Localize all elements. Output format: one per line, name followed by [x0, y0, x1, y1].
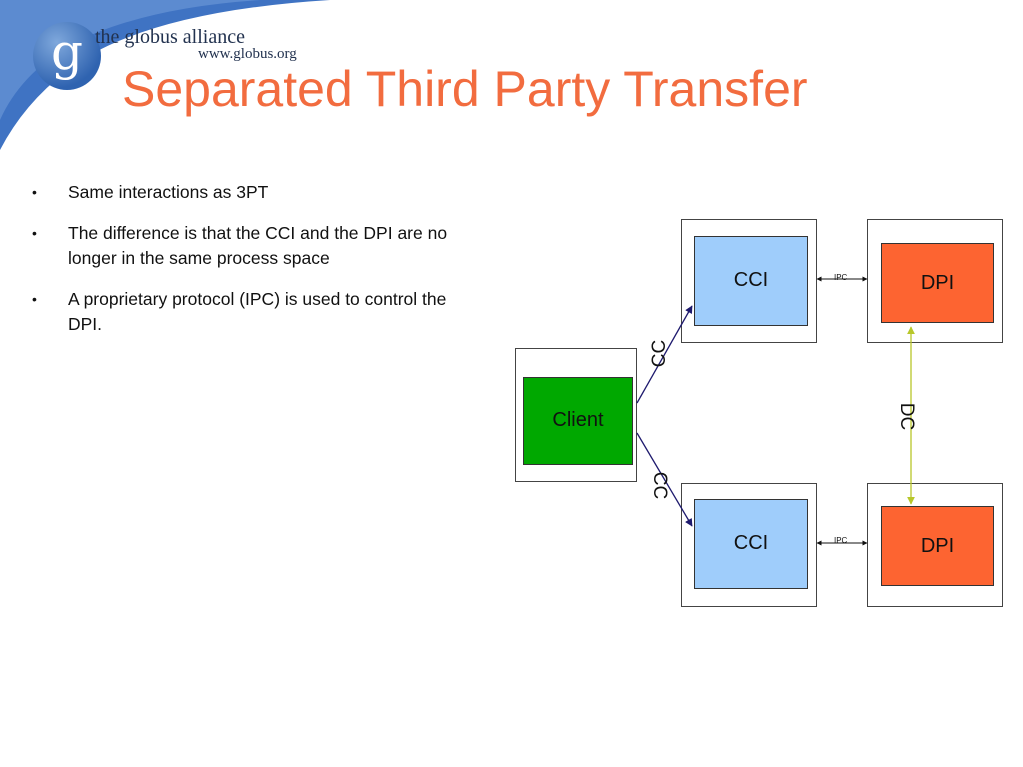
- bullet-item: Same interactions as 3PT: [32, 180, 472, 205]
- bullet-item: The difference is that the CCI and the D…: [32, 221, 472, 271]
- brand-url: www.globus.org: [198, 46, 297, 62]
- dpi-bottom-node: DPI: [881, 506, 994, 586]
- brand-name: the globus alliance: [95, 26, 245, 48]
- bullet-list: Same interactions as 3PT The difference …: [32, 180, 472, 353]
- bullet-item: A proprietary protocol (IPC) is used to …: [32, 287, 472, 337]
- slide-title: Separated Third Party Transfer: [122, 61, 808, 117]
- control-channel-top-line: [636, 305, 693, 404]
- cci-top-node: CCI: [694, 236, 808, 326]
- control-channel-bottom-line: [636, 432, 693, 527]
- globus-logo-icon: g: [33, 22, 101, 90]
- cci-bottom-node: CCI: [694, 499, 808, 589]
- dpi-top-node: DPI: [881, 243, 994, 323]
- cc-bottom-label: CC: [649, 471, 671, 500]
- dc-label: DC: [896, 402, 918, 431]
- ipc-bottom-label: IPC: [834, 536, 848, 545]
- cc-top-label: CC: [649, 339, 671, 368]
- ipc-top-label: IPC: [834, 273, 848, 282]
- client-node: Client: [523, 377, 633, 465]
